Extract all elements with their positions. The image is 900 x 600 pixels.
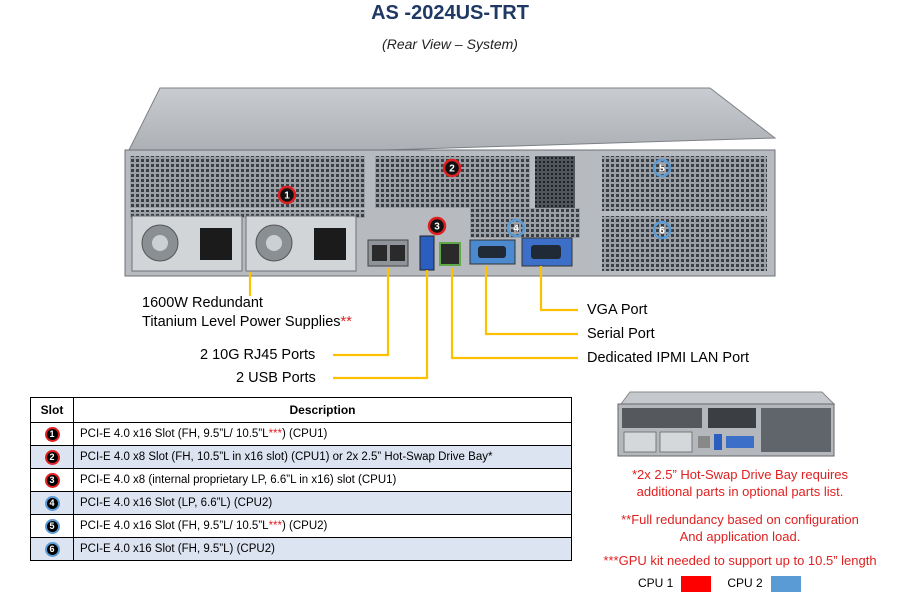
usb-leader xyxy=(333,270,429,380)
description-text: PCI-E 4.0 x16 Slot (FH, 9.5”L) (CPU2) xyxy=(80,543,275,555)
slot-badge: 1 xyxy=(44,426,60,442)
description-text: PCI-E 4.0 x8 Slot (FH, 10.5”L in x16 slo… xyxy=(80,451,493,463)
description-text: PCI-E 4.0 x8 (internal proprietary LP, 6… xyxy=(80,474,397,486)
description-cell: PCI-E 4.0 x16 Slot (LP, 6.6”L) (CPU2) xyxy=(73,491,572,515)
slot-cell: 3 xyxy=(30,468,74,492)
gpu-note: ***GPU kit needed to support up to 10.5”… xyxy=(603,553,877,568)
description-suffix: ) (CPU2) xyxy=(282,520,328,532)
page-subtitle: (Rear View – System) xyxy=(382,36,518,52)
description-cell: PCI-E 4.0 x16 Slot (FH, 9.5”L/ 10.5”L***… xyxy=(73,514,572,538)
redundancy-note-line1: **Full redundancy based on configuration xyxy=(621,512,859,527)
slot-cell: 5 xyxy=(30,514,74,538)
slot-cell: 1 xyxy=(30,422,74,446)
svg-text:4: 4 xyxy=(513,224,519,235)
svg-text:1: 1 xyxy=(284,191,290,202)
table-row: 6 PCI-E 4.0 x16 Slot (FH, 9.5”L) (CPU2) xyxy=(30,537,572,561)
legend-cpu1-label: CPU 1 xyxy=(638,576,674,591)
description-text: PCI-E 4.0 x16 Slot (FH, 9.5”L/ 10.5”L xyxy=(80,428,269,440)
slot-badge-6: 6 xyxy=(652,220,672,240)
description-cell: PCI-E 4.0 x16 Slot (FH, 9.5”L/ 10.5”L***… xyxy=(73,422,572,446)
slot-badge-5: 5 xyxy=(652,158,672,178)
description-text: PCI-E 4.0 x16 Slot (LP, 6.6”L) (CPU2) xyxy=(80,497,273,509)
description-cell: PCI-E 4.0 x8 (internal proprietary LP, 6… xyxy=(73,468,572,492)
psu-footnote-marker: ** xyxy=(340,314,352,330)
header-slot: Slot xyxy=(30,397,74,423)
rj45-callout: 2 10G RJ45 Ports xyxy=(200,347,316,363)
slot-badge: 5 xyxy=(44,518,60,534)
psu-callout-line2: Titanium Level Power Supplies** xyxy=(142,314,352,330)
slot-cell: 4 xyxy=(30,491,74,515)
vga-callout: VGA Port xyxy=(587,302,648,318)
header-description: Description xyxy=(73,397,572,423)
serial-leader xyxy=(484,266,578,336)
slot-badge-4: 4 xyxy=(506,218,526,238)
table-row: 4 PCI-E 4.0 x16 Slot (LP, 6.6”L) (CPU2) xyxy=(30,491,572,515)
table-row: 2 PCI-E 4.0 x8 Slot (FH, 10.5”L in x16 sl… xyxy=(30,445,572,469)
server-rear-view: 1 2 3 4 5 6 xyxy=(124,87,777,277)
footnote-marker: *** xyxy=(268,428,282,440)
ipmi-callout: Dedicated IPMI LAN Port xyxy=(587,350,749,366)
description-cell: PCI-E 4.0 x16 Slot (FH, 9.5”L) (CPU2) xyxy=(73,537,572,561)
slot-cell: 6 xyxy=(30,537,74,561)
table-row: 3 PCI-E 4.0 x8 (internal proprietary LP, … xyxy=(30,468,572,492)
slot-badge: 3 xyxy=(44,472,60,488)
description-text: PCI-E 4.0 x16 Slot (FH, 9.5”L/ 10.5”L xyxy=(80,520,269,532)
drive-bay-note-line1: *2x 2.5” Hot-Swap Drive Bay requires xyxy=(631,467,849,482)
table-row: 5 PCI-E 4.0 x16 Slot (FH, 9.5”L/ 10.5”L**… xyxy=(30,514,572,538)
cpu-legend: CPU 1 CPU 2 xyxy=(638,576,817,592)
legend-cpu2-swatch xyxy=(770,576,801,592)
slot-badge: 6 xyxy=(44,541,60,557)
description-suffix: ) (CPU1) xyxy=(282,428,328,440)
svg-text:3: 3 xyxy=(434,222,440,233)
slot-cell: 2 xyxy=(30,445,74,469)
table-header-row: Slot Description xyxy=(30,397,572,423)
slot-badge-3: 3 xyxy=(427,216,447,236)
slot-badge: 4 xyxy=(44,495,60,511)
footnote-marker: *** xyxy=(268,520,282,532)
legend-cpu1-swatch xyxy=(681,576,712,592)
description-cell: PCI-E 4.0 x8 Slot (FH, 10.5”L in x16 slo… xyxy=(73,445,572,469)
ipmi-port-graphic xyxy=(439,242,461,266)
page-title: AS -2024US-TRT xyxy=(371,2,529,24)
legend-cpu2-label: CPU 2 xyxy=(727,576,763,591)
psu-callout-line1: 1600W Redundant xyxy=(142,295,263,311)
rj45-leader xyxy=(333,268,390,357)
serial-callout: Serial Port xyxy=(587,326,655,342)
chassis-top xyxy=(124,87,777,159)
usb-callout: 2 USB Ports xyxy=(236,370,316,386)
vga-leader xyxy=(539,266,578,312)
ipmi-leader xyxy=(450,268,578,360)
redundancy-note-line2: And application load. xyxy=(679,529,801,544)
svg-text:6: 6 xyxy=(659,226,665,237)
slot-badge-2: 2 xyxy=(442,158,462,178)
slot-badge: 2 xyxy=(44,449,60,465)
table-row: 1 PCI-E 4.0 x16 Slot (FH, 9.5”L/ 10.5”L**… xyxy=(30,422,572,446)
system-thumbnail xyxy=(616,391,836,457)
drive-bay-note-line2: additional parts in optional parts list. xyxy=(636,484,844,499)
svg-text:2: 2 xyxy=(449,164,455,175)
svg-text:5: 5 xyxy=(659,164,665,175)
slot-badge-1: 1 xyxy=(277,185,297,205)
